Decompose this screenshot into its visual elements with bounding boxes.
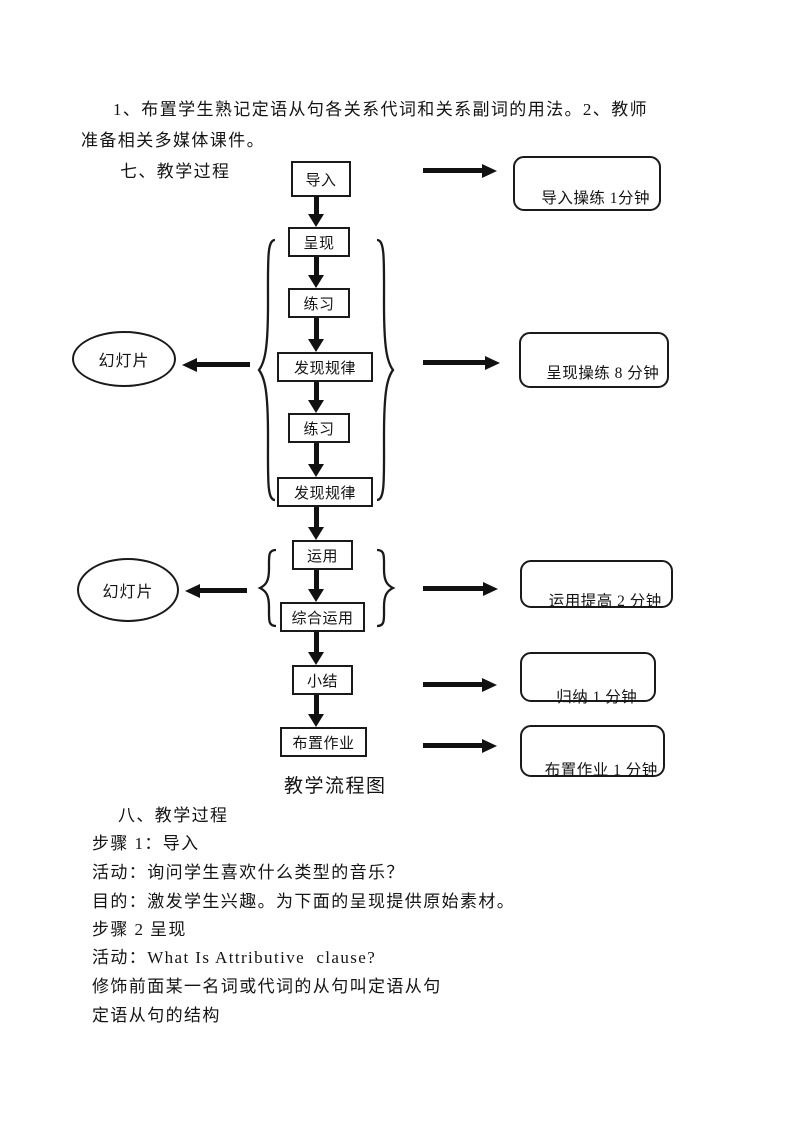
arrow-head <box>308 714 324 727</box>
arrow-shaft <box>313 196 319 214</box>
flow-node-presentation-label: 呈现 <box>303 235 335 252</box>
slides-ellipse-1: 幻灯片 <box>72 331 176 387</box>
arrow-down-icon <box>308 570 324 602</box>
section8-line-definition: 修饰前面某一名词或代词的从句叫定语从句 <box>92 977 442 996</box>
time-box-homework-label: 布置作业 1 分钟 <box>544 762 658 779</box>
arrow-head <box>308 464 324 477</box>
flow-node-homework: 布置作业 <box>280 727 367 757</box>
arrow-head <box>308 589 324 602</box>
flow-node-intro-label: 导入 <box>305 172 337 189</box>
time-box-induction: 归纳 1 分钟 <box>520 652 656 706</box>
arrow-head <box>308 214 324 227</box>
arrow-shaft <box>313 570 319 589</box>
arrow-head <box>308 339 324 352</box>
time-box-presentation-drill-label: 呈现操练 8 分钟 <box>546 365 660 382</box>
arrow-shaft <box>313 257 319 275</box>
slides-ellipse-2: 幻灯片 <box>77 558 179 622</box>
arrow-down-icon <box>308 382 324 413</box>
flow-node-discover-rules-1: 发现规律 <box>277 352 373 382</box>
arrow-head <box>483 581 498 596</box>
flow-node-discover-rules-2-label: 发现规律 <box>293 485 356 502</box>
arrow-head <box>482 738 497 753</box>
section7-title: 七、教学过程 <box>120 162 231 181</box>
time-box-induction-label: 归纳 1 分钟 <box>556 689 638 706</box>
section8-line-activity1: 活动：询问学生喜欢什么类型的音乐？ <box>92 863 405 882</box>
arrow-head <box>308 400 324 413</box>
time-box-homework: 布置作业 1 分钟 <box>520 725 665 779</box>
left-brace-icon <box>257 238 276 502</box>
flow-node-practice-2-label: 练习 <box>303 421 335 438</box>
flow-node-presentation: 呈现 <box>288 227 350 257</box>
section8-line-step2: 步骤 2 呈现 <box>92 920 187 939</box>
slides-ellipse-2-label: 幻灯片 <box>102 584 154 601</box>
arrow-head <box>308 527 324 540</box>
flow-node-application: 运用 <box>292 540 353 570</box>
arrow-down-icon <box>308 695 324 727</box>
flow-node-practice-1: 练习 <box>288 288 350 318</box>
arrow-head <box>482 163 497 178</box>
time-box-presentation-drill: 呈现操练 8 分钟 <box>519 332 669 388</box>
arrow-shaft <box>313 507 319 527</box>
arrow-shaft <box>423 682 482 687</box>
arrow-shaft <box>197 362 250 367</box>
flow-node-discover-rules-1-label: 发现规律 <box>293 360 356 377</box>
arrow-shaft <box>423 168 482 173</box>
section8-title: 八、教学过程 <box>118 806 229 825</box>
flow-node-homework-label: 布置作业 <box>292 735 355 752</box>
arrow-head <box>182 357 197 372</box>
arrow-right-icon <box>423 677 497 692</box>
arrow-shaft <box>313 632 319 652</box>
arrow-head <box>485 355 500 370</box>
arrow-down-icon <box>308 507 324 540</box>
arrow-shaft <box>423 586 483 591</box>
arrow-shaft <box>313 382 319 400</box>
flow-node-practice-2: 练习 <box>288 413 350 443</box>
arrow-right-icon <box>423 355 500 370</box>
slides-ellipse-1-label: 幻灯片 <box>98 353 150 370</box>
time-box-application-improve-label: 运用提高 2 分钟 <box>548 593 662 610</box>
arrow-right-icon <box>423 581 498 596</box>
flow-node-discover-rules-2: 发现规律 <box>277 477 373 507</box>
arrow-down-icon <box>308 632 324 665</box>
right-brace-icon <box>376 238 395 502</box>
flow-node-summary: 小结 <box>292 665 353 695</box>
time-box-application-improve: 运用提高 2 分钟 <box>520 560 673 610</box>
arrow-left-icon <box>185 583 247 598</box>
intro-line-2: 准备相关多媒体课件。 <box>81 131 265 150</box>
flow-node-intro: 导入 <box>291 161 351 197</box>
time-box-intro-drill: 导入操练 1分钟 <box>513 156 661 211</box>
arrow-right-icon <box>423 163 497 178</box>
flow-node-application-label: 运用 <box>306 548 338 565</box>
flowchart-caption: 教学流程图 <box>284 776 387 797</box>
section8-line-structure: 定语从句的结构 <box>92 1006 221 1025</box>
arrow-head <box>308 275 324 288</box>
arrow-down-icon <box>308 443 324 477</box>
arrow-head <box>308 652 324 665</box>
right-brace-icon <box>376 548 396 628</box>
flow-node-comprehensive-application-label: 综合运用 <box>291 610 354 627</box>
time-box-intro-drill-label: 导入操练 1分钟 <box>541 190 651 207</box>
intro-line-1: 1、布置学生熟记定语从句各关系代词和关系副词的用法。2、教师 <box>113 100 648 119</box>
flow-node-practice-1-label: 练习 <box>303 296 335 313</box>
arrow-shaft <box>313 443 319 464</box>
arrow-shaft <box>423 743 482 748</box>
arrow-down-icon <box>308 318 324 352</box>
arrow-left-icon <box>182 357 250 372</box>
section8-line-step1: 步骤 1：导入 <box>92 834 200 853</box>
arrow-head <box>185 583 200 598</box>
arrow-head <box>482 677 497 692</box>
arrow-down-icon <box>308 257 324 288</box>
flow-node-comprehensive-application: 综合运用 <box>280 602 365 632</box>
arrow-right-icon <box>423 738 497 753</box>
arrow-down-icon <box>308 196 324 227</box>
arrow-shaft <box>313 695 319 714</box>
flow-node-summary-label: 小结 <box>306 673 338 690</box>
section8-line-activity2: 活动：What Is Attributive clause? <box>92 948 377 967</box>
section8-line-purpose: 目的：激发学生兴趣。为下面的呈现提供原始素材。 <box>92 892 516 911</box>
arrow-shaft <box>200 588 247 593</box>
arrow-shaft <box>313 318 319 339</box>
left-brace-icon <box>257 548 277 628</box>
arrow-shaft <box>423 360 485 365</box>
